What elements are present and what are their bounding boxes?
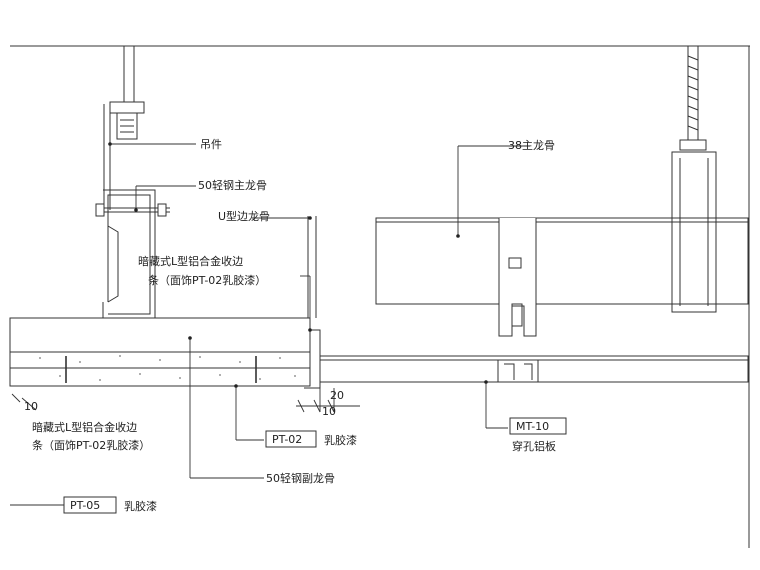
gypsum-board-2 xyxy=(9,367,311,387)
main-keel-50-lip xyxy=(107,225,119,303)
tag-pt-05: PT-05 乳胶漆 xyxy=(63,496,157,514)
board-screws xyxy=(65,356,257,383)
leader-lines xyxy=(10,143,530,506)
top-keel-board xyxy=(9,317,311,353)
label-hidden-trim-line2: 条（面饰PT-02乳胶漆） xyxy=(148,273,266,287)
tag-pt-05-code: PT-05 xyxy=(70,499,100,512)
label-lower-trim-line1: 暗藏式L型铝合金收边 xyxy=(32,420,137,434)
label-hidden-trim-line1: 暗藏式L型铝合金收边 xyxy=(138,254,243,268)
tag-pt-02-code: PT-02 xyxy=(272,433,302,446)
label-hanger: 吊件 xyxy=(200,138,222,151)
hanger-clip xyxy=(103,101,145,210)
tag-pt-02: PT-02 乳胶漆 xyxy=(265,430,357,448)
label-main-keel-38: 38主龙骨 xyxy=(508,139,555,152)
board-hatch xyxy=(39,355,296,381)
label-main-keel-50: 50轻钢主龙骨 xyxy=(198,178,267,192)
tag-mt-10-code: MT-10 xyxy=(516,420,549,433)
l-trim xyxy=(304,329,321,389)
keel-clip xyxy=(498,218,537,337)
leader-dots xyxy=(108,142,488,388)
hanger-bolt xyxy=(95,203,170,217)
dim-trim-width: 10 xyxy=(322,405,336,418)
label-sub-keel-50: 50轻钢副龙骨 xyxy=(266,471,335,485)
tag-pt-05-desc: 乳胶漆 xyxy=(124,499,157,513)
main-keel-38 xyxy=(375,217,749,305)
tag-pt-02-desc: 乳胶漆 xyxy=(324,433,357,447)
panel-clip xyxy=(497,359,539,383)
label-lower-trim-line2: 条（面饰PT-02乳胶漆） xyxy=(32,438,150,452)
main-keel-50-channel xyxy=(102,189,156,319)
tag-mt-10-desc: 穿孔铝板 xyxy=(512,439,556,453)
left-hanger-rod xyxy=(123,46,135,104)
right-threaded-rod xyxy=(687,46,699,140)
label-u-edge-keel: U型边龙骨 xyxy=(218,209,270,223)
right-hanger-clip xyxy=(671,139,717,313)
tag-mt-10: MT-10 穿孔铝板 xyxy=(509,417,567,453)
dim-gap-width: 20 xyxy=(330,389,344,402)
u-edge-keel xyxy=(307,216,317,318)
dimension-lines xyxy=(11,388,360,413)
dim-left-offset: 10 xyxy=(24,400,38,413)
